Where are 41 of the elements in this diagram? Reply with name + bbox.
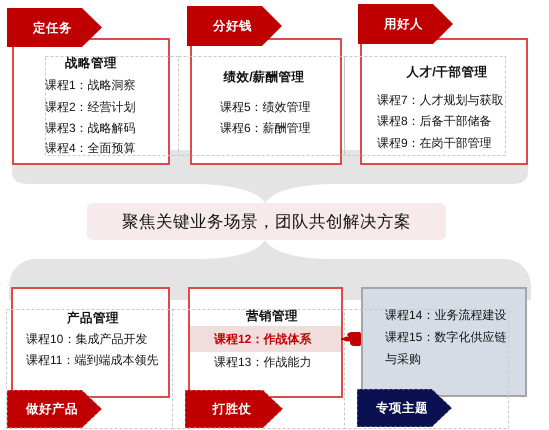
tab-label: 定任务 — [33, 20, 72, 36]
panel-heading: 人才/干部管理 — [406, 65, 488, 79]
tab-label: 用好人 — [384, 16, 424, 32]
course-item: 课程1：战略洞察 — [45, 78, 136, 92]
pentagon-tab — [187, 6, 282, 46]
panel-heading: 战略管理 — [65, 56, 117, 70]
course-item: 课程11：端到端成本领先 — [26, 353, 158, 367]
course-item: 课程5：绩效管理 — [220, 100, 311, 114]
course-item: 课程10：集成产品开发 — [26, 332, 148, 346]
banner-text: 聚焦关键业务场景，团队共创解决方案 — [122, 212, 411, 232]
pentagon-tab — [185, 390, 283, 428]
course-item: 课程15：数字化供应链与采购 — [385, 329, 508, 368]
course-item: 课程2：经营计划 — [45, 100, 136, 114]
panel-heading: 营销管理 — [246, 309, 298, 323]
pentagon-tab — [7, 390, 102, 428]
highlighted-course: 课程12：作战体系 — [214, 332, 312, 346]
tab-label: 分好钱 — [213, 18, 252, 34]
tab-label: 做好产品 — [26, 401, 78, 417]
course-panel — [11, 287, 170, 398]
course-item: 课程4：全面预算 — [45, 141, 136, 155]
course-panel — [12, 38, 170, 165]
course-panel — [361, 287, 527, 397]
course-panel — [360, 38, 528, 165]
pentagon-tab — [357, 389, 452, 427]
tab-label: 打胜仗 — [212, 401, 252, 417]
course-panel — [190, 38, 342, 165]
course-item: 课程3：战略解码 — [45, 121, 136, 135]
course-item: 课程14：业务流程建设 — [385, 307, 506, 324]
banner — [87, 203, 446, 240]
course-item: 课程9：在岗干部管理 — [377, 136, 492, 150]
pentagon-tab — [358, 4, 453, 44]
pentagon-tab — [7, 8, 102, 47]
panel-heading: 产品管理 — [67, 311, 119, 325]
highlight-strip — [190, 326, 341, 352]
tab-label: 专项主题 — [376, 400, 428, 416]
course-item: 课程7：人才规划与获取 — [377, 93, 504, 107]
course-panel — [188, 287, 343, 398]
course-item: 课程13：作战能力 — [214, 355, 312, 369]
course-item: 课程6：薪酬管理 — [220, 121, 311, 135]
course-item: 课程8：后备干部储备 — [377, 114, 492, 128]
panel-heading: 绩效/薪酬管理 — [223, 70, 305, 84]
